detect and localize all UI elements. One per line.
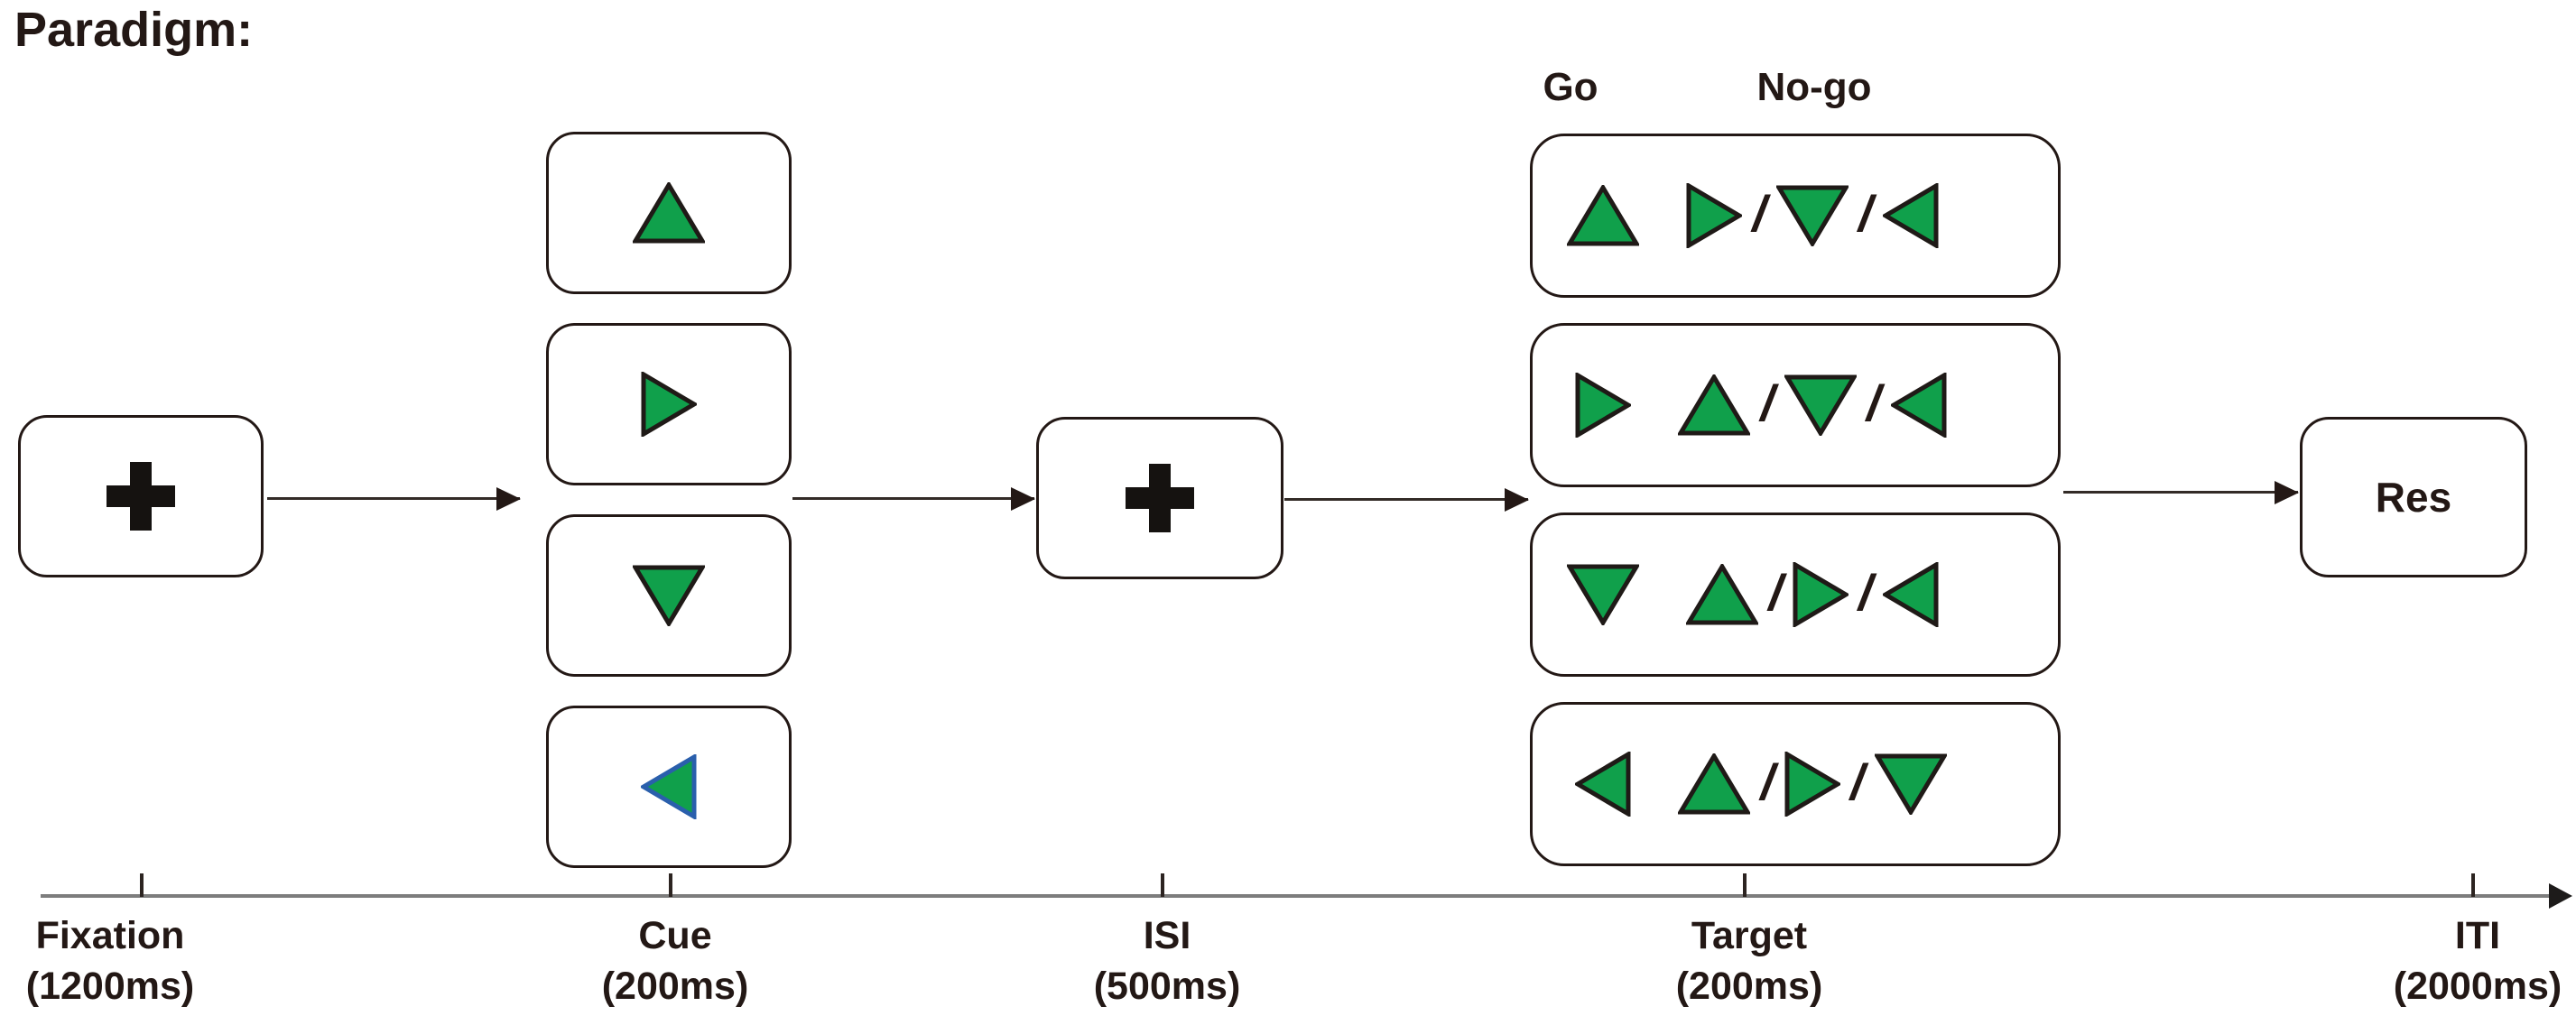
target-row-4: // [1530,702,2061,866]
triangle-left-icon [641,754,697,819]
arrow-isi-to-target [1284,498,1528,501]
stage-duration: (200ms) [601,964,749,1008]
separator-slash: / [1858,563,1873,621]
triangle-down-icon [1567,564,1639,625]
stage-duration: (1200ms) [25,964,195,1008]
stage-duration: (200ms) [1675,964,1823,1008]
isi-box [1036,417,1283,579]
stage-name: ISI [1143,914,1191,957]
timeline-tick-iti [2471,873,2475,897]
target-row-3: // [1530,512,2061,677]
arrow-target-to-response [2063,491,2298,494]
go-stimulus [1540,373,1666,438]
nogo-stimuli: // [1666,562,1959,627]
cue-box-right [546,323,792,485]
go-stimulus [1540,185,1666,246]
triangle-up-icon [1678,374,1751,436]
separator-slash: / [1850,753,1865,810]
fixation-box [18,415,264,577]
timeline-tick-target [1743,873,1747,897]
separator-slash: / [1768,563,1783,621]
triangle-down-icon [633,565,705,626]
triangle-right-icon [1575,373,1631,438]
triangle-left-icon [1882,183,1939,248]
nogo-column-header: No-go [1756,65,1872,109]
stage-duration: (2000ms) [2393,964,2562,1008]
timeline-label-iti: ITI (2000ms) [2342,911,2576,1012]
triangle-down-icon [1784,374,1857,436]
separator-slash: / [1760,753,1774,810]
timeline-label-target: Target (200ms) [1614,911,1885,1012]
separator-slash: / [1760,374,1774,431]
triangle-up-icon [633,182,705,244]
stage-name: Fixation [35,914,185,957]
response-box: Res [2300,417,2527,577]
stage-duration: (500ms) [1093,964,1241,1008]
triangle-up-icon [1567,185,1639,246]
figure-title: Paradigm: [14,3,254,57]
nogo-stimuli: // [1666,752,1959,817]
nogo-stimuli: // [1666,183,1959,248]
triangle-left-icon [1575,752,1631,817]
triangle-down-icon [1776,185,1849,246]
triangle-left-icon [1882,562,1939,627]
timeline-axis [41,894,2552,898]
triangle-right-icon [1784,752,1840,817]
stage-name: Cue [638,914,712,957]
triangle-right-icon [1686,183,1743,248]
separator-slash: / [1867,374,1881,431]
triangle-up-icon [1678,753,1751,815]
triangle-up-icon [1686,564,1759,625]
response-label: Res [2375,474,2452,521]
go-column-header: Go [1543,65,1598,109]
timeline-tick-fixation [140,873,144,897]
go-stimulus [1540,752,1666,817]
timeline-label-fixation: Fixation (1200ms) [0,911,246,1012]
separator-slash: / [1752,184,1766,242]
triangle-right-icon [641,372,697,437]
timeline-arrowhead-icon [2549,883,2572,909]
arrow-fixation-to-cue [267,497,520,500]
cue-box-up [546,132,792,294]
triangle-down-icon [1874,753,1947,815]
timeline-tick-cue [669,873,672,897]
fixation-cross-icon [107,462,175,531]
triangle-left-icon [1890,373,1947,438]
arrow-cue-to-isi [792,497,1034,500]
isi-cross-icon [1126,464,1194,532]
cue-box-down [546,514,792,677]
timeline-tick-isi [1161,873,1164,897]
target-row-2: // [1530,323,2061,487]
cue-box-left [546,706,792,868]
target-row-1: // [1530,134,2061,298]
timeline-label-cue: Cue (200ms) [540,911,811,1012]
go-stimulus [1540,564,1666,625]
nogo-stimuli: // [1666,373,1959,438]
separator-slash: / [1858,184,1873,242]
timeline-label-isi: ISI (500ms) [1032,911,1302,1012]
stage-name: Target [1691,914,1808,957]
stage-name: ITI [2454,914,2501,957]
triangle-right-icon [1793,562,1849,627]
